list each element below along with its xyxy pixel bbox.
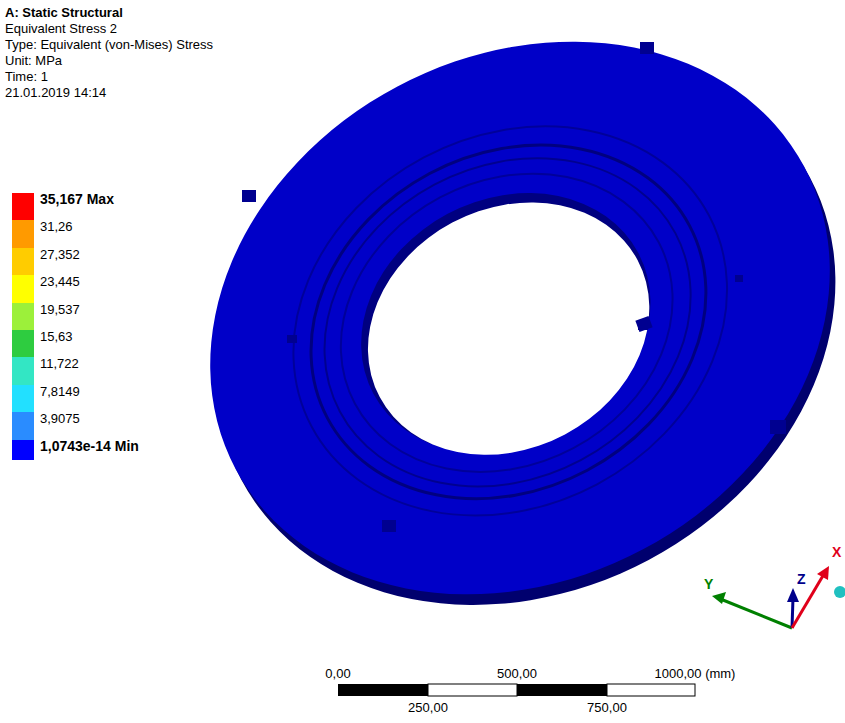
legend-swatch	[12, 275, 34, 302]
legend-swatch	[12, 193, 34, 220]
legend-value: 15,63	[40, 329, 73, 344]
disc-model	[113, 0, 845, 711]
legend-value: 19,537	[40, 302, 80, 317]
date-stamp: 21.01.2019 14:14	[5, 85, 106, 100]
legend-swatch	[12, 385, 34, 412]
time-note: Time: 1	[5, 69, 48, 84]
axis-label: Z	[797, 572, 806, 587]
axis-label: Y	[704, 577, 713, 592]
legend-swatch	[12, 357, 34, 384]
legend-swatch	[12, 303, 34, 330]
legend-value: 27,352	[40, 247, 80, 262]
axis-triad	[712, 566, 845, 628]
scale-value: 750,00	[587, 700, 627, 715]
plot-title: A: Static Structural	[5, 5, 123, 20]
legend-value: 7,8149	[40, 384, 80, 399]
legend-swatch	[12, 220, 34, 247]
legend-value: 35,167 Max	[40, 192, 114, 207]
legend-value: 31,26	[40, 219, 73, 234]
scale-bar	[338, 684, 695, 696]
legend-swatch	[12, 248, 34, 275]
legend-value: 1,0743e-14 Min	[40, 439, 139, 454]
axis-label: X	[832, 545, 841, 560]
scale-value: 0,00	[325, 666, 350, 681]
bolt-bosses	[242, 42, 786, 532]
result-type: Type: Equivalent (von-Mises) Stress	[5, 37, 213, 52]
legend-value: 23,445	[40, 274, 80, 289]
scale-value: 250,00	[408, 700, 448, 715]
scale-value: 500,00	[497, 666, 537, 681]
unit-note: Unit: MPa	[5, 53, 62, 68]
result-name: Equivalent Stress 2	[5, 21, 117, 36]
legend-value: 3,9075	[40, 411, 80, 426]
legend-swatch	[12, 440, 34, 460]
legend-swatch	[12, 330, 34, 357]
scale-value: 1000,00 (mm)	[655, 666, 736, 681]
legend-value: 11,722	[40, 356, 79, 371]
legend-swatch	[12, 412, 34, 439]
